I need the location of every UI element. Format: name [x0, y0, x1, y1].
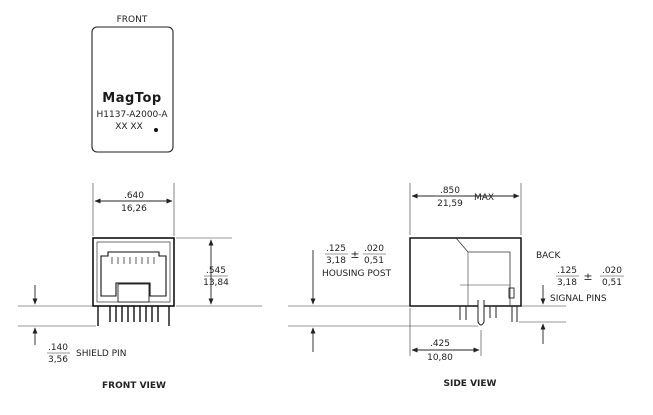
post-offset-mm: 10,80: [427, 353, 453, 363]
front-height-in: .545: [206, 266, 226, 276]
side-pins: [459, 300, 518, 326]
pin-one-dot: [154, 128, 158, 132]
signal-pins-tol-mm: 0,51: [602, 278, 622, 288]
shield-pin-in: .140: [48, 343, 68, 353]
brand-logo: MagTop: [102, 91, 161, 106]
housing-post-tol-mm: 0,51: [364, 256, 384, 266]
front-pins: [97, 306, 170, 326]
housing-post-tol-symbol: ±: [350, 248, 359, 261]
latch-slot: [117, 283, 150, 303]
housing-post-label: HOUSING POST: [322, 269, 392, 279]
signal-pins-label: SIGNAL PINS: [550, 294, 607, 304]
signal-pins-mm: 3,18: [557, 278, 577, 288]
part-number: H1137-A2000-A: [97, 110, 169, 120]
shield-pin-label: SHIELD PIN: [76, 349, 126, 359]
signal-pins-tol-symbol: ±: [583, 270, 592, 283]
port-contacts: [111, 257, 155, 264]
housing-post-in: .125: [326, 244, 346, 254]
side-view-caption: SIDE VIEW: [444, 379, 497, 389]
front-label: FRONT: [117, 15, 148, 25]
post-offset-in: .425: [430, 339, 450, 349]
front-width-in: .640: [124, 191, 144, 201]
top-label-view: MagTop H1137-A2000-A XX XX: [91, 26, 174, 153]
side-length-suffix: MAX: [474, 193, 494, 203]
shield-pin-mm: 3,56: [48, 355, 68, 365]
housing-post-mm: 3,18: [326, 256, 346, 266]
front-height-mm: 13,84: [203, 278, 229, 288]
front-width-mm: 16,26: [121, 204, 147, 214]
side-length-mm: 21,59: [437, 199, 463, 209]
side-housing: [409, 237, 522, 307]
front-view: .640 16,26 .545 13,84: [18, 183, 262, 391]
rj45-port: [100, 251, 167, 297]
side-housing-contour: [455, 237, 511, 306]
signal-pins-tol-in: .020: [602, 266, 622, 276]
back-latch: [508, 287, 515, 299]
side-length-in: .850: [440, 186, 460, 196]
housing-post: [477, 300, 485, 326]
date-code: XX XX: [115, 122, 143, 132]
back-label: BACK: [536, 251, 561, 261]
front-view-caption: FRONT VIEW: [102, 381, 166, 391]
signal-pins-in: .125: [557, 266, 577, 276]
housing-post-tol-in: .020: [364, 244, 384, 254]
side-view: .850 21,59 MAX .125 3,18 ± .020 0,51 HOU…: [288, 183, 624, 389]
top-housing-outline: [91, 26, 174, 153]
